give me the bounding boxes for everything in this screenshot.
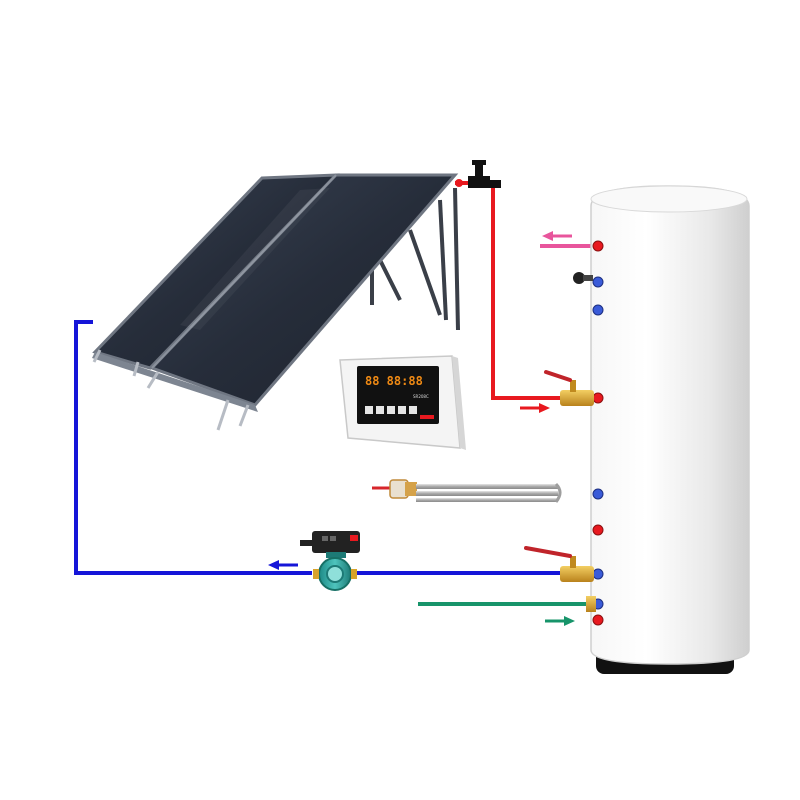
cold-inlet-fitting [586, 596, 596, 612]
cold-inlet-arrow [545, 616, 575, 626]
circulation-pump [300, 531, 360, 590]
air-vent-valve [455, 160, 501, 188]
hot-supply-pipe [455, 183, 560, 398]
controller-buttons [365, 406, 417, 414]
hot-outlet-arrow [542, 231, 572, 241]
ball-valve-loop [526, 548, 594, 582]
ball-valve-hot [546, 372, 594, 406]
storage-tank [573, 186, 749, 674]
controller-brand: SR208C [413, 394, 429, 399]
tank-drain-knob [573, 272, 593, 284]
solar-controller: 88 88:88 SR208C [340, 356, 466, 450]
hot-supply-arrow [520, 403, 550, 413]
electric-heating-element [372, 480, 560, 502]
controller-display: 88 88:88 [365, 374, 423, 388]
return-loop-arrow [268, 560, 298, 570]
pump-control-box [312, 531, 360, 553]
